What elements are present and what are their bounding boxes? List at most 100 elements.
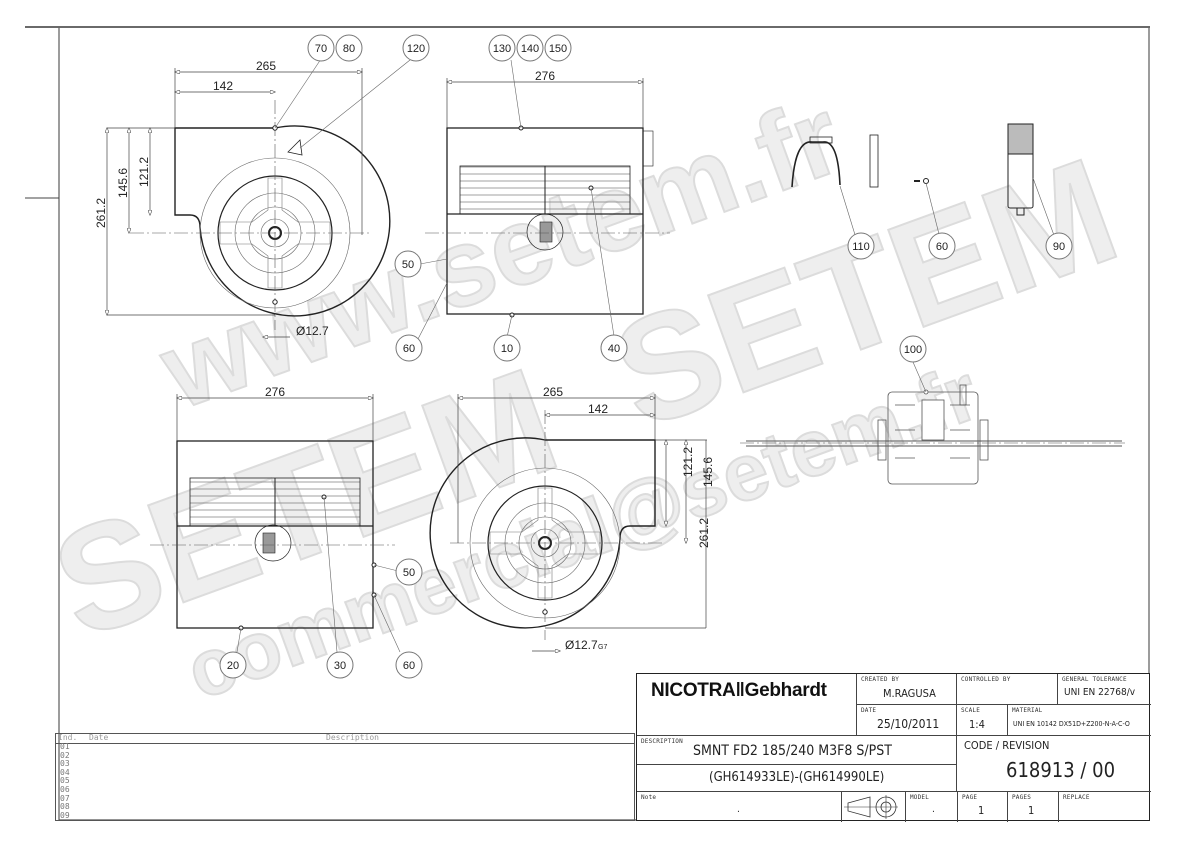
description-cell: DESCRIPTION SMNT FD2 185/240 M3F8 S/PST	[637, 736, 957, 765]
code-revision-value: 618913 / 00	[1006, 758, 1116, 782]
dim-142-b: 142	[588, 402, 608, 416]
model-label: MODEL	[910, 794, 930, 801]
page-label: PAGE	[962, 794, 978, 801]
balloon-60-top: 60	[395, 334, 423, 362]
side-view-bottom-middle	[429, 410, 665, 640]
balloon-120: 120	[402, 34, 430, 62]
note-cell: Note .	[637, 792, 842, 822]
page-value: 1	[978, 804, 985, 817]
svg-text:50: 50	[403, 567, 415, 579]
dim-261-2: 261.2	[94, 198, 108, 228]
model-cell: MODEL .	[906, 792, 958, 822]
balloon-30: 30	[326, 651, 354, 679]
material-value: UNI EN 10142 DX51D+Z200-N-A-C-O	[1013, 720, 1130, 728]
balloon-70: 70	[307, 34, 335, 62]
page-cell: PAGE 1	[958, 792, 1008, 822]
material-label: MATERIAL	[1012, 707, 1043, 714]
balloon-110: 110	[847, 232, 875, 260]
revision-row: 02	[60, 750, 70, 760]
balloon-50-bottom: 50	[395, 558, 423, 586]
date-value: 25/10/2011	[877, 717, 940, 731]
svg-text:70: 70	[315, 43, 327, 55]
revision-rows: 01 02 03 04 05 06 07 08 09	[60, 742, 70, 820]
leader-lines	[236, 58, 1056, 653]
date-cell: DATE 25/10/2011	[857, 705, 957, 736]
svg-text:150: 150	[549, 43, 567, 55]
balloon-100: 100	[899, 335, 927, 363]
dim-121-2: 121.2	[137, 157, 151, 187]
revision-row: 09	[60, 810, 70, 820]
controlled-by-cell: CONTROLLED BY	[957, 674, 1058, 705]
balloon-60-bottom: 60	[395, 651, 423, 679]
svg-text:10: 10	[501, 343, 513, 355]
svg-text:100: 100	[904, 344, 922, 356]
revision-row: 08	[60, 802, 70, 812]
controlled-by-label: CONTROLLED BY	[961, 676, 1011, 683]
dim-142: 142	[213, 79, 233, 93]
description-line1: SMNT FD2 185/240 M3F8 S/PST	[693, 743, 892, 759]
svg-text:40: 40	[608, 343, 620, 355]
dim-145-6-b: 145.6	[701, 457, 715, 487]
header-description: Description	[326, 733, 379, 742]
dim-276-top: 276	[535, 69, 555, 83]
svg-text:90: 90	[1053, 241, 1065, 253]
balloon-50-top: 50	[394, 250, 422, 278]
dim-shaft-tol: G7	[598, 644, 607, 651]
note-label: Note	[641, 794, 657, 801]
dim-265-b: 265	[543, 385, 563, 399]
created-by-cell: CREATED BY M.RAGUSA	[857, 674, 957, 705]
clamp-part	[791, 134, 879, 188]
revision-row: 07	[60, 793, 70, 803]
front-view-top-middle	[425, 125, 670, 318]
balloon-140: 140	[516, 34, 544, 62]
created-by-value: M.RAGUSA	[883, 687, 936, 700]
svg-text:60: 60	[403, 660, 415, 672]
description-cell-2: (GH614933LE)-(GH614990LE)	[637, 765, 957, 792]
pages-value: 1	[1028, 804, 1035, 817]
scale-value: 1:4	[969, 718, 985, 731]
dim-shaft-dia-b: Ø12.7	[565, 638, 598, 652]
revision-row: 01	[60, 742, 70, 751]
callout-balloons: 70 80 120 130 140 150 50 60 10 40 110 60…	[219, 34, 1073, 679]
balloon-10: 10	[493, 334, 521, 362]
dim-265: 265	[256, 59, 276, 73]
scale-cell: SCALE 1:4	[957, 705, 1008, 736]
created-by-label: CREATED BY	[861, 676, 900, 683]
company-logo: NICOTRA‖Gebhardt	[651, 680, 827, 701]
balloon-20: 20	[219, 651, 247, 679]
capacitor-part	[1007, 123, 1034, 216]
general-tolerance-label: GENERAL TOLERANCE	[1062, 676, 1127, 683]
balloon-40: 40	[600, 334, 628, 362]
description-label: DESCRIPTION	[641, 738, 683, 745]
dim-276-bottom: 276	[265, 385, 285, 399]
header-date: Date	[89, 733, 109, 742]
balloon-90: 90	[1045, 232, 1073, 260]
svg-text:80: 80	[343, 43, 355, 55]
revision-row: 03	[60, 759, 70, 769]
dimensions-bottom-middle	[458, 394, 707, 651]
pages-cell: PAGES 1	[1008, 792, 1059, 822]
svg-text:130: 130	[493, 43, 511, 55]
replace-cell: REPLACE	[1059, 792, 1151, 822]
dim-shaft-dia: Ø12.7	[296, 324, 329, 338]
description-line2: (GH614933LE)-(GH614990LE)	[709, 770, 885, 785]
revision-table-header: Ind. Date Description	[56, 733, 634, 744]
svg-text:30: 30	[334, 660, 346, 672]
material-cell: MATERIAL UNI EN 10142 DX51D+Z200-N-A-C-O	[1008, 705, 1151, 736]
dim-121-2-b: 121.2	[681, 447, 695, 477]
replace-label: REPLACE	[1063, 794, 1090, 801]
scale-label: SCALE	[961, 707, 981, 714]
title-block: NICOTRA‖Gebhardt CREATED BY M.RAGUSA CON…	[636, 673, 1151, 822]
balloon-150: 150	[544, 34, 572, 62]
general-tolerance-value: UNI EN 22768/v	[1064, 687, 1136, 698]
svg-text:140: 140	[521, 43, 539, 55]
balloon-80: 80	[335, 34, 363, 62]
svg-text:120: 120	[407, 43, 425, 55]
balloon-130: 130	[488, 34, 516, 62]
motor-part	[740, 384, 1125, 485]
model-value: .	[932, 804, 935, 815]
revision-row: 06	[60, 784, 70, 794]
code-revision-label: CODE / REVISION	[964, 739, 1050, 752]
dim-145-6: 145.6	[116, 168, 130, 198]
